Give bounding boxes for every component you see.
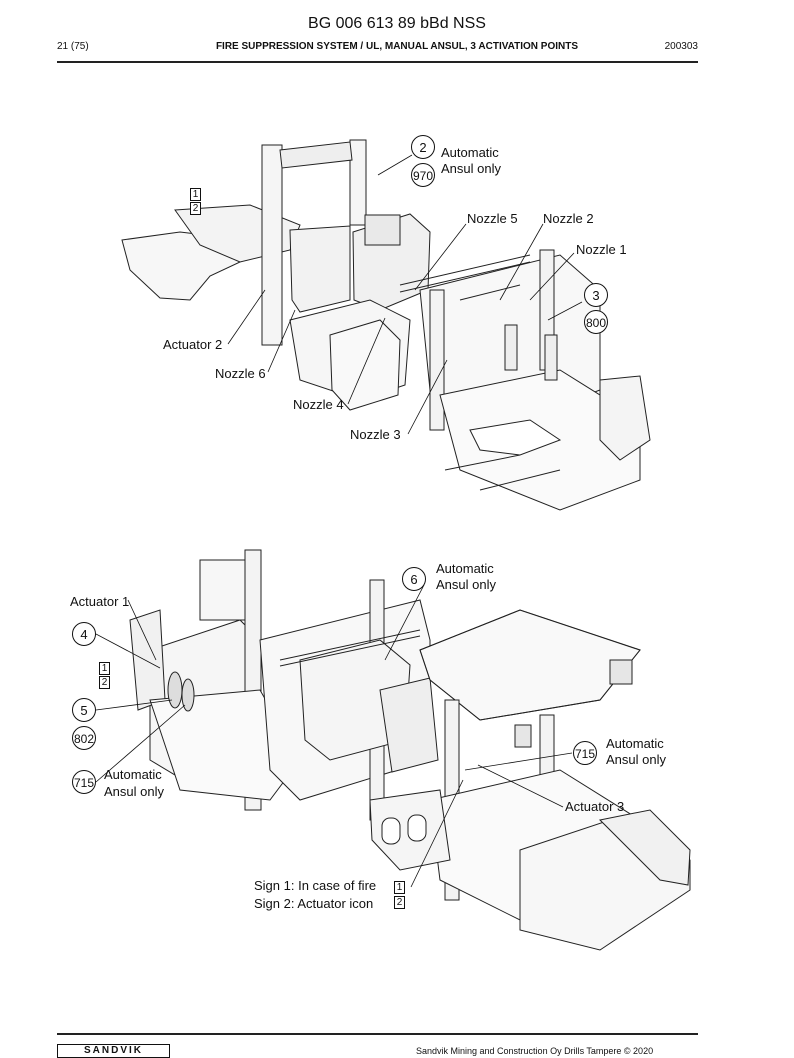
leader-lines <box>95 154 583 888</box>
callout-number-2: 2 <box>411 135 435 159</box>
bottom-machine-frame <box>129 549 691 951</box>
sign-box-1-bottom: 1 <box>99 662 110 675</box>
page-number: 21 (75) <box>57 41 89 52</box>
ansul-only-label-bottom-top: Ansul only <box>436 577 496 592</box>
actuator-1-label: Actuator 1 <box>70 594 130 609</box>
footer-rule <box>57 1033 698 1035</box>
ansul-only-label-left: Ansul only <box>104 784 164 799</box>
automatic-label-bottom-top: Automatic <box>436 561 494 576</box>
nozzle-6-label: Nozzle 6 <box>215 366 266 381</box>
automatic-label-top: Automatic <box>441 145 499 160</box>
sandvik-logo: SANDVIK <box>57 1044 170 1058</box>
sign-2-legend: Sign 2: Actuator icon <box>254 896 374 911</box>
actuator-2-label: Actuator 2 <box>163 337 223 352</box>
nozzle-2-label: Nozzle 2 <box>543 211 594 226</box>
footer-copyright: Sandvik Mining and Construction Oy Drill… <box>416 1046 654 1056</box>
sign-box-2-bottom: 2 <box>99 676 110 689</box>
header-rule <box>57 61 698 63</box>
callout-number-4: 4 <box>72 622 96 646</box>
nozzle-1-label: Nozzle 1 <box>576 242 627 257</box>
legend-box-1: 1 <box>394 881 405 894</box>
document-date: 200303 <box>664 41 698 52</box>
document-code: BG 006 613 89 bBd NSS <box>308 15 486 32</box>
callout-code-715-right: 715 <box>573 741 597 765</box>
actuator-3-label: Actuator 3 <box>565 799 625 814</box>
sign-box-2-top: 2 <box>190 202 201 215</box>
nozzle-5-label: Nozzle 5 <box>467 211 518 226</box>
page-title: FIRE SUPPRESSION SYSTEM / UL, MANUAL ANS… <box>215 41 579 52</box>
ansul-only-label-top: Ansul only <box>441 161 501 176</box>
callout-number-5: 5 <box>72 698 96 722</box>
automatic-label-left: Automatic <box>104 767 162 782</box>
ansul-only-label-right: Ansul only <box>606 752 666 767</box>
sign-1-legend: Sign 1: In case of fire <box>254 878 377 893</box>
nozzle-4-label: Nozzle 4 <box>293 397 344 412</box>
legend-box-2: 2 <box>394 896 405 909</box>
callout-number-6: 6 <box>402 567 426 591</box>
top-machine-frame <box>121 139 651 511</box>
callout-code-715-left: 715 <box>72 770 96 794</box>
callout-number-3: 3 <box>584 283 608 307</box>
callout-code-802: 802 <box>72 726 96 750</box>
automatic-label-right: Automatic <box>606 736 664 751</box>
callout-code-970: 970 <box>411 163 435 187</box>
sign-box-1-top: 1 <box>190 188 201 201</box>
callout-code-800: 800 <box>584 310 608 334</box>
nozzle-3-label: Nozzle 3 <box>350 427 401 442</box>
